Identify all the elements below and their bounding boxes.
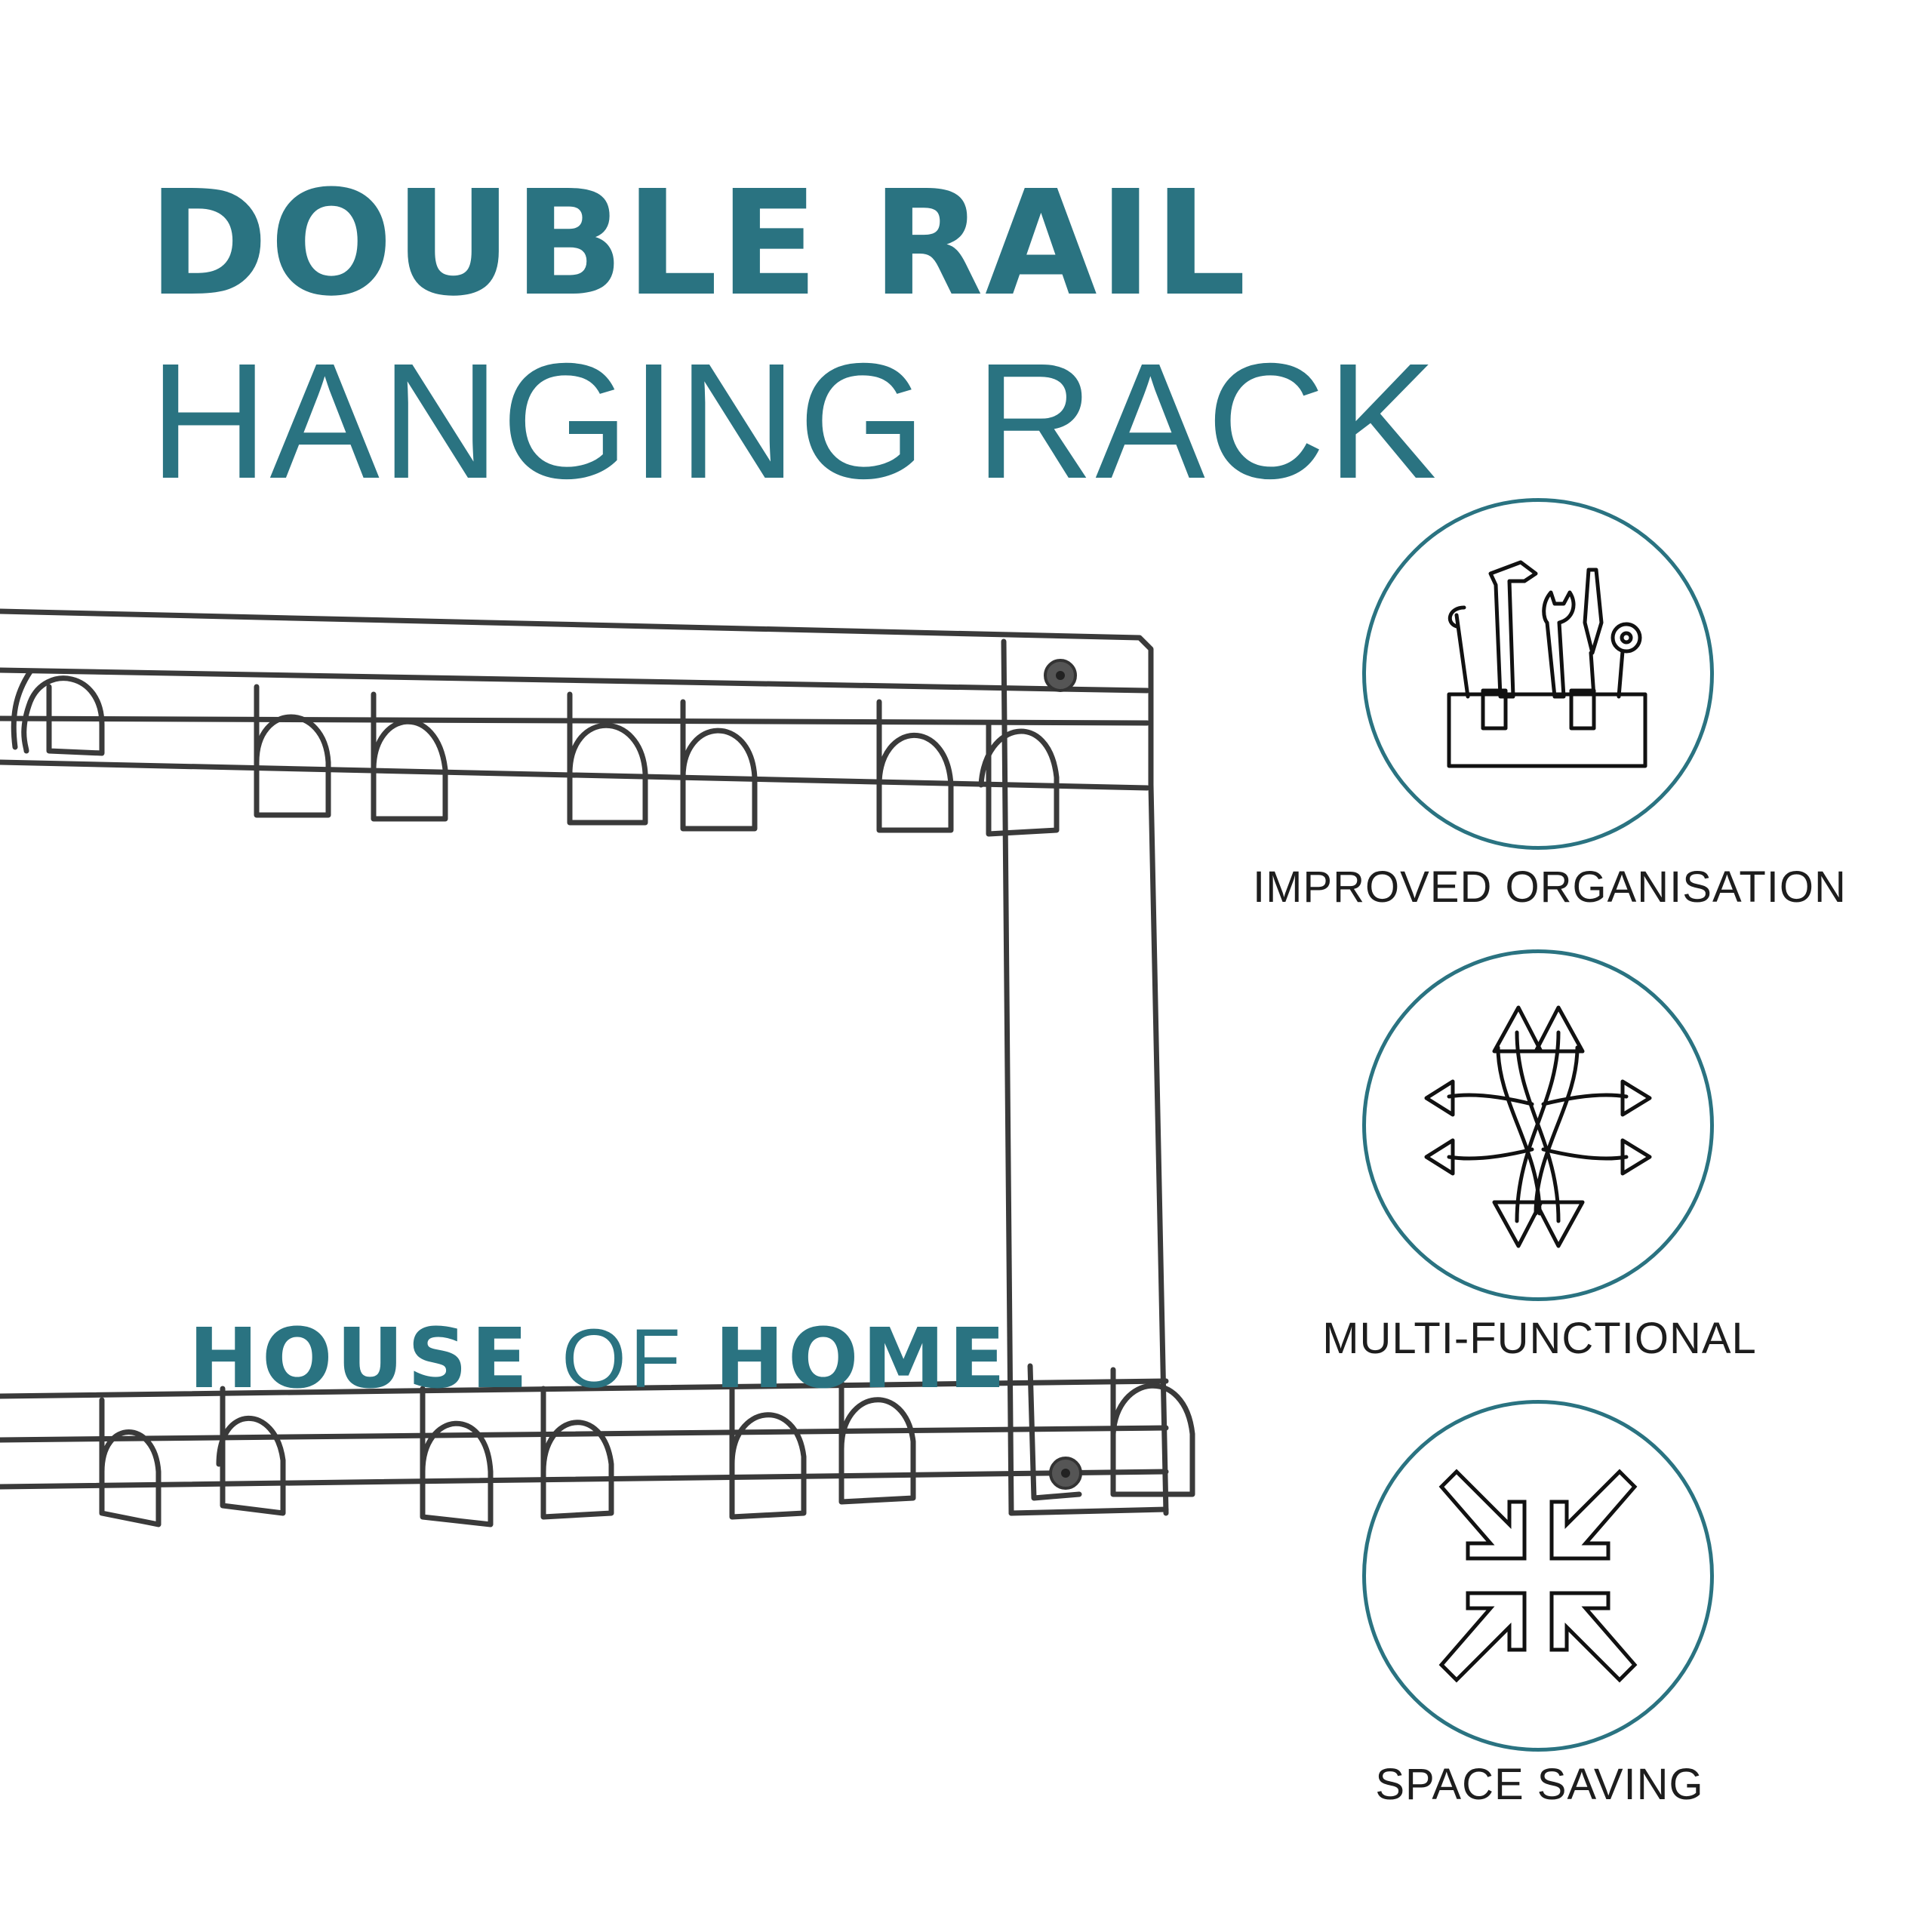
tools-icon — [1447, 560, 1647, 768]
feature-label: MULTI-FUNCTIONAL — [1322, 1314, 1757, 1363]
hanging-rack-image — [0, 608, 1195, 1527]
brand-part-home: HOME — [714, 1310, 1010, 1407]
brand-part-house: HOUSE — [189, 1310, 532, 1407]
feature-label: IMPROVED ORGANISATION — [1253, 863, 1847, 912]
multi-direction-arrows-icon — [1424, 1005, 1652, 1248]
feature-badge — [1362, 1400, 1714, 1752]
feature-label: SPACE SAVING — [1375, 1760, 1704, 1809]
brand-logo: HOUSE OF HOME — [189, 1317, 1009, 1401]
compress-arrows-icon — [1438, 1469, 1638, 1683]
headline-line-2: HANGING RACK — [149, 330, 1438, 513]
brand-part-of: OF — [561, 1312, 685, 1405]
feature-badge — [1362, 949, 1714, 1301]
feature-badge — [1362, 498, 1714, 850]
headline-line-1: DOUBLE RAIL — [148, 160, 1248, 328]
